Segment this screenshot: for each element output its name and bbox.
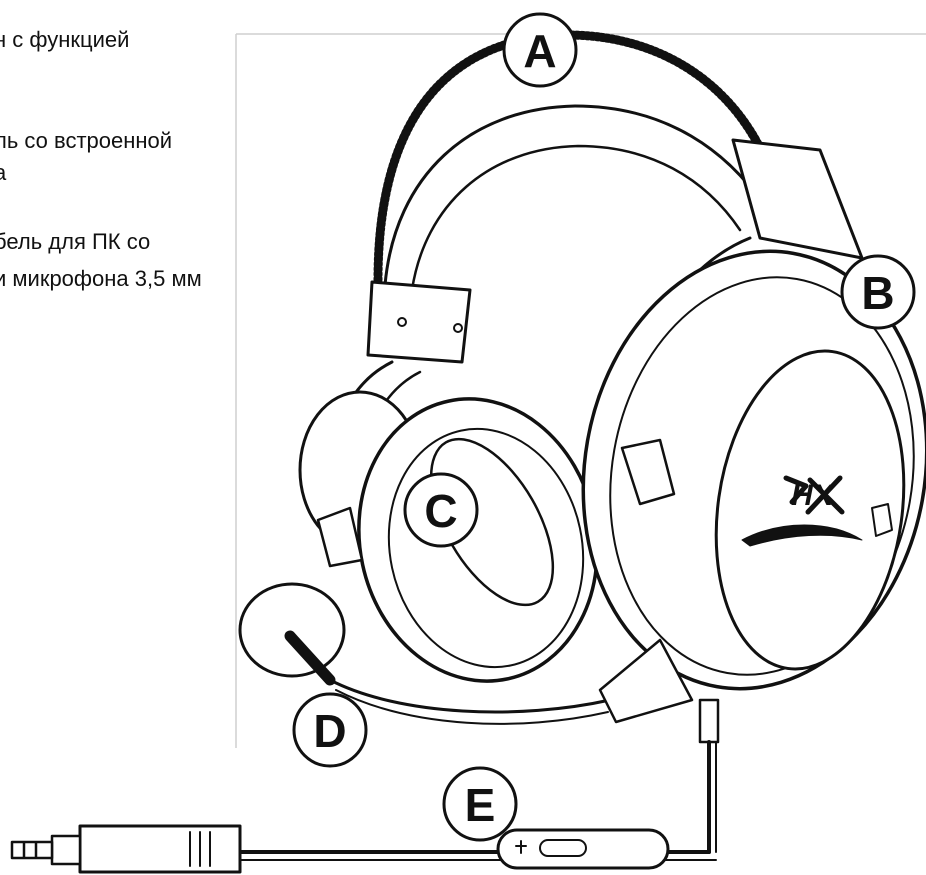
left-slider-block: [366, 280, 472, 364]
mic-windscreen: [238, 582, 346, 678]
plug-grip-lines: [189, 831, 211, 867]
left-cushion-inner: [387, 427, 585, 669]
description-line-1: н с функцией: [0, 27, 130, 52]
right-hinge: [620, 438, 676, 506]
callout-c: C: [403, 472, 479, 548]
inline-remote-mute-mark: [515, 840, 527, 854]
mic-capsule: [284, 630, 336, 686]
plug-housing: [78, 824, 242, 874]
mic-mount: [598, 638, 694, 724]
mic-boom-inner: [335, 689, 609, 725]
inline-remote-slider: [539, 839, 587, 857]
mic-boom: [328, 678, 612, 714]
headband-strap: [383, 104, 772, 287]
left-hinge: [316, 506, 364, 568]
callout-b: B: [840, 254, 916, 330]
right-slider-block: [731, 138, 864, 260]
headband-strap-inner: [410, 144, 742, 292]
callout-c-label: C: [424, 485, 457, 537]
left-slider-screw-2: [453, 323, 463, 333]
plug-collar: [50, 834, 82, 866]
cable-strain-relief: [698, 698, 720, 744]
right-button: [871, 503, 893, 537]
callout-b-label: B: [861, 267, 894, 319]
logo-swoosh: [741, 524, 863, 547]
description-line-5: и микрофона 3,5 мм: [0, 266, 202, 291]
callout-a-label: A: [523, 25, 556, 77]
right-cup-rim-inner: [609, 276, 915, 676]
callout-e-label: E: [465, 779, 496, 831]
headset-drawing: [10, 30, 926, 874]
logo-mark: [783, 475, 845, 515]
description-line-2: ль со встроенной: [0, 128, 173, 153]
callout-a: A: [502, 12, 578, 88]
left-slider-screw-1: [397, 317, 407, 327]
plug-pin: [10, 840, 54, 860]
callout-d: D: [292, 692, 368, 768]
callout-d-label: D: [313, 705, 346, 757]
callout-e: E: [442, 766, 518, 842]
brand-logo-text: HX: [791, 479, 835, 512]
description-line-3: а: [0, 160, 7, 185]
description-line-4: бель для ПК со: [0, 229, 151, 254]
